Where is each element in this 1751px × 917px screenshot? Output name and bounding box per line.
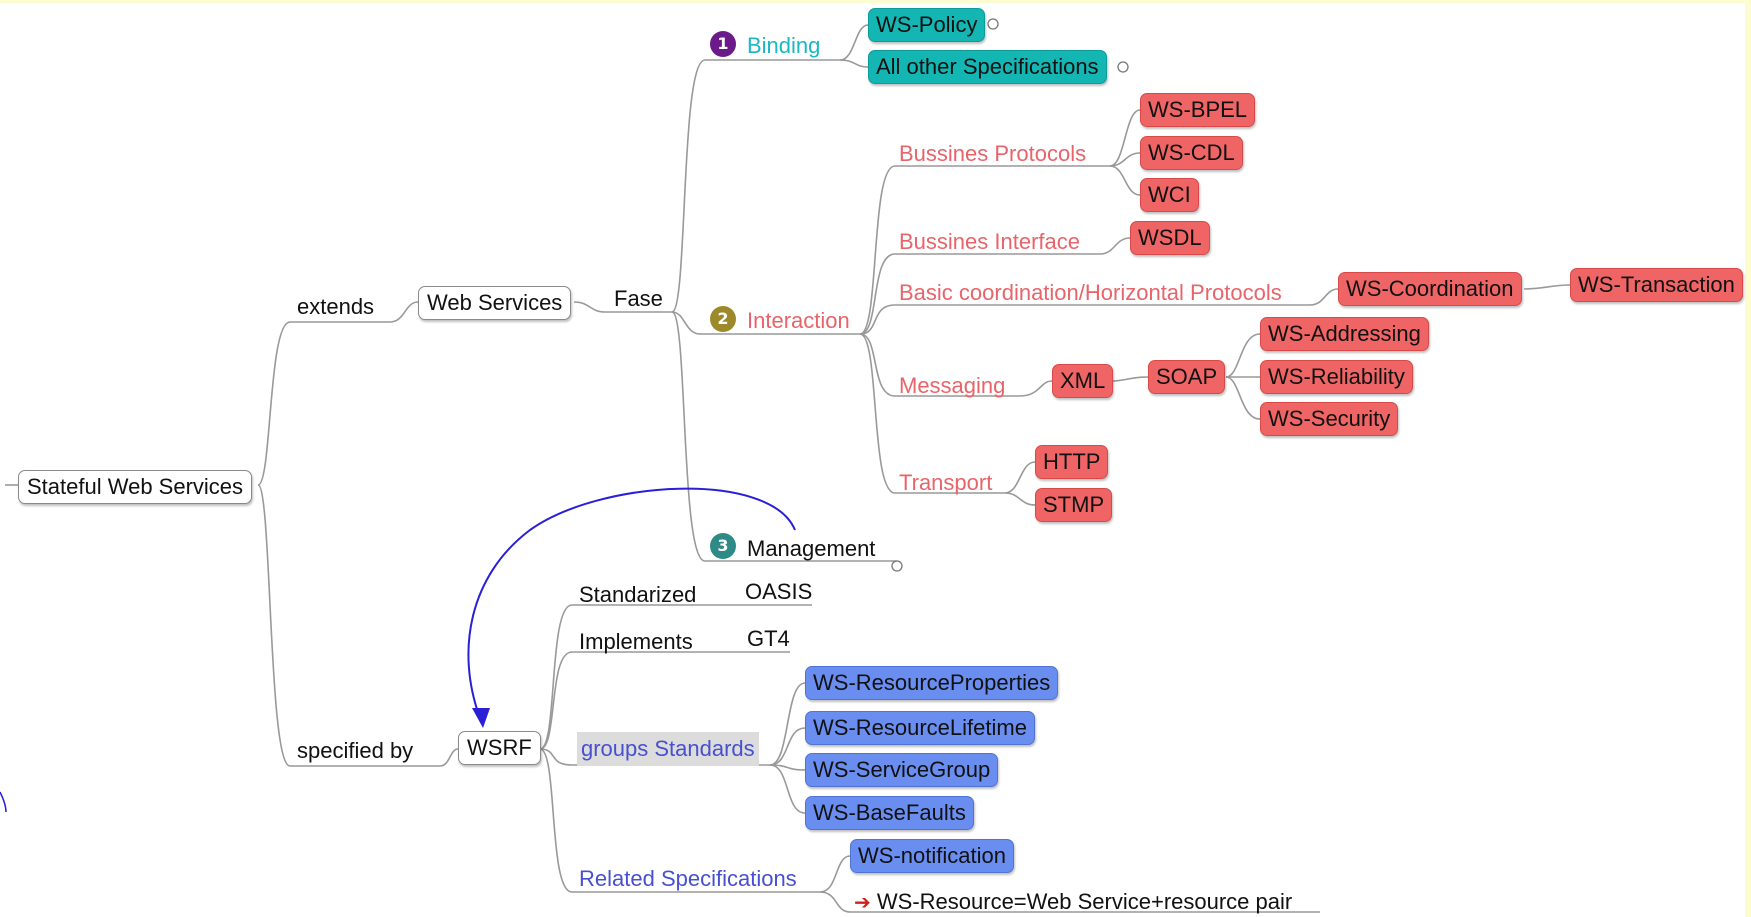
stmp-node[interactable]: STMP — [1035, 488, 1113, 522]
ws-resourceproperties-node[interactable]: WS-ResourceProperties — [805, 666, 1059, 700]
web-services-node[interactable]: Web Services — [418, 286, 572, 320]
ws-servicegroup-node[interactable]: WS-ServiceGroup — [805, 753, 999, 787]
xml-node[interactable]: XML — [1052, 364, 1114, 398]
ws-resourcelifetime-node[interactable]: WS-ResourceLifetime — [805, 711, 1035, 745]
ws-security-node[interactable]: WS-Security — [1260, 402, 1399, 436]
wsdl-node[interactable]: WSDL — [1130, 221, 1210, 255]
ws-coordination-node[interactable]: WS-Coordination — [1338, 272, 1522, 306]
root-node[interactable]: Stateful Web Services — [18, 470, 253, 504]
transport-label[interactable]: Transport — [899, 470, 993, 495]
bussines-interface-label[interactable]: Bussines Interface — [899, 229, 1080, 254]
ws-resource-note-text: WS-Resource=Web Service+resource pair — [876, 889, 1293, 914]
management-label[interactable]: Management — [747, 536, 876, 561]
messaging-label[interactable]: Messaging — [899, 373, 1006, 398]
frame-border-right — [1745, 0, 1751, 917]
ws-transaction-node[interactable]: WS-Transaction — [1570, 268, 1743, 302]
soap-node[interactable]: SOAP — [1148, 360, 1226, 394]
implements-label[interactable]: Implements — [579, 629, 693, 654]
http-node[interactable]: HTTP — [1035, 445, 1109, 479]
gt4-value[interactable]: GT4 — [747, 626, 790, 651]
ws-bpel-node[interactable]: WS-BPEL — [1140, 93, 1256, 127]
all-other-specifications-node[interactable]: All other Specifications — [868, 50, 1107, 84]
oasis-value[interactable]: OASIS — [745, 579, 813, 604]
wci-node[interactable]: WCI — [1140, 178, 1199, 212]
ws-basefaults-node[interactable]: WS-BaseFaults — [805, 796, 974, 830]
standarized-label[interactable]: Standarized — [579, 582, 697, 607]
ws-addressing-node[interactable]: WS-Addressing — [1260, 317, 1429, 351]
ws-resource-note[interactable]: ➔ WS-Resource=Web Service+resource pair — [852, 888, 1294, 917]
ws-reliability-node[interactable]: WS-Reliability — [1260, 360, 1413, 394]
extends-label: extends — [297, 294, 375, 319]
fase-label: Fase — [614, 286, 663, 311]
ws-cdl-node[interactable]: WS-CDL — [1140, 136, 1243, 170]
phase-1-badge: 1 — [710, 31, 736, 57]
specified-by-label: specified by — [297, 738, 414, 763]
basic-coordination-label[interactable]: Basic coordination/Horizontal Protocols — [899, 280, 1282, 305]
ws-policy-node[interactable]: WS-Policy — [868, 8, 986, 42]
wsrf-node[interactable]: WSRF — [458, 731, 541, 765]
phase-2-badge: 2 — [710, 306, 736, 332]
ws-notification-node[interactable]: WS-notification — [850, 839, 1014, 873]
right-arrow-icon: ➔ — [854, 892, 871, 914]
related-specifications-label[interactable]: Related Specifications — [579, 866, 797, 891]
interaction-label[interactable]: Interaction — [747, 308, 850, 333]
binding-label[interactable]: Binding — [747, 33, 821, 58]
groups-standards-label[interactable]: groups Standards — [577, 732, 759, 766]
frame-border-top — [0, 0, 1751, 3]
phase-3-badge: 3 — [710, 533, 736, 559]
bussines-protocols-label[interactable]: Bussines Protocols — [899, 141, 1087, 166]
